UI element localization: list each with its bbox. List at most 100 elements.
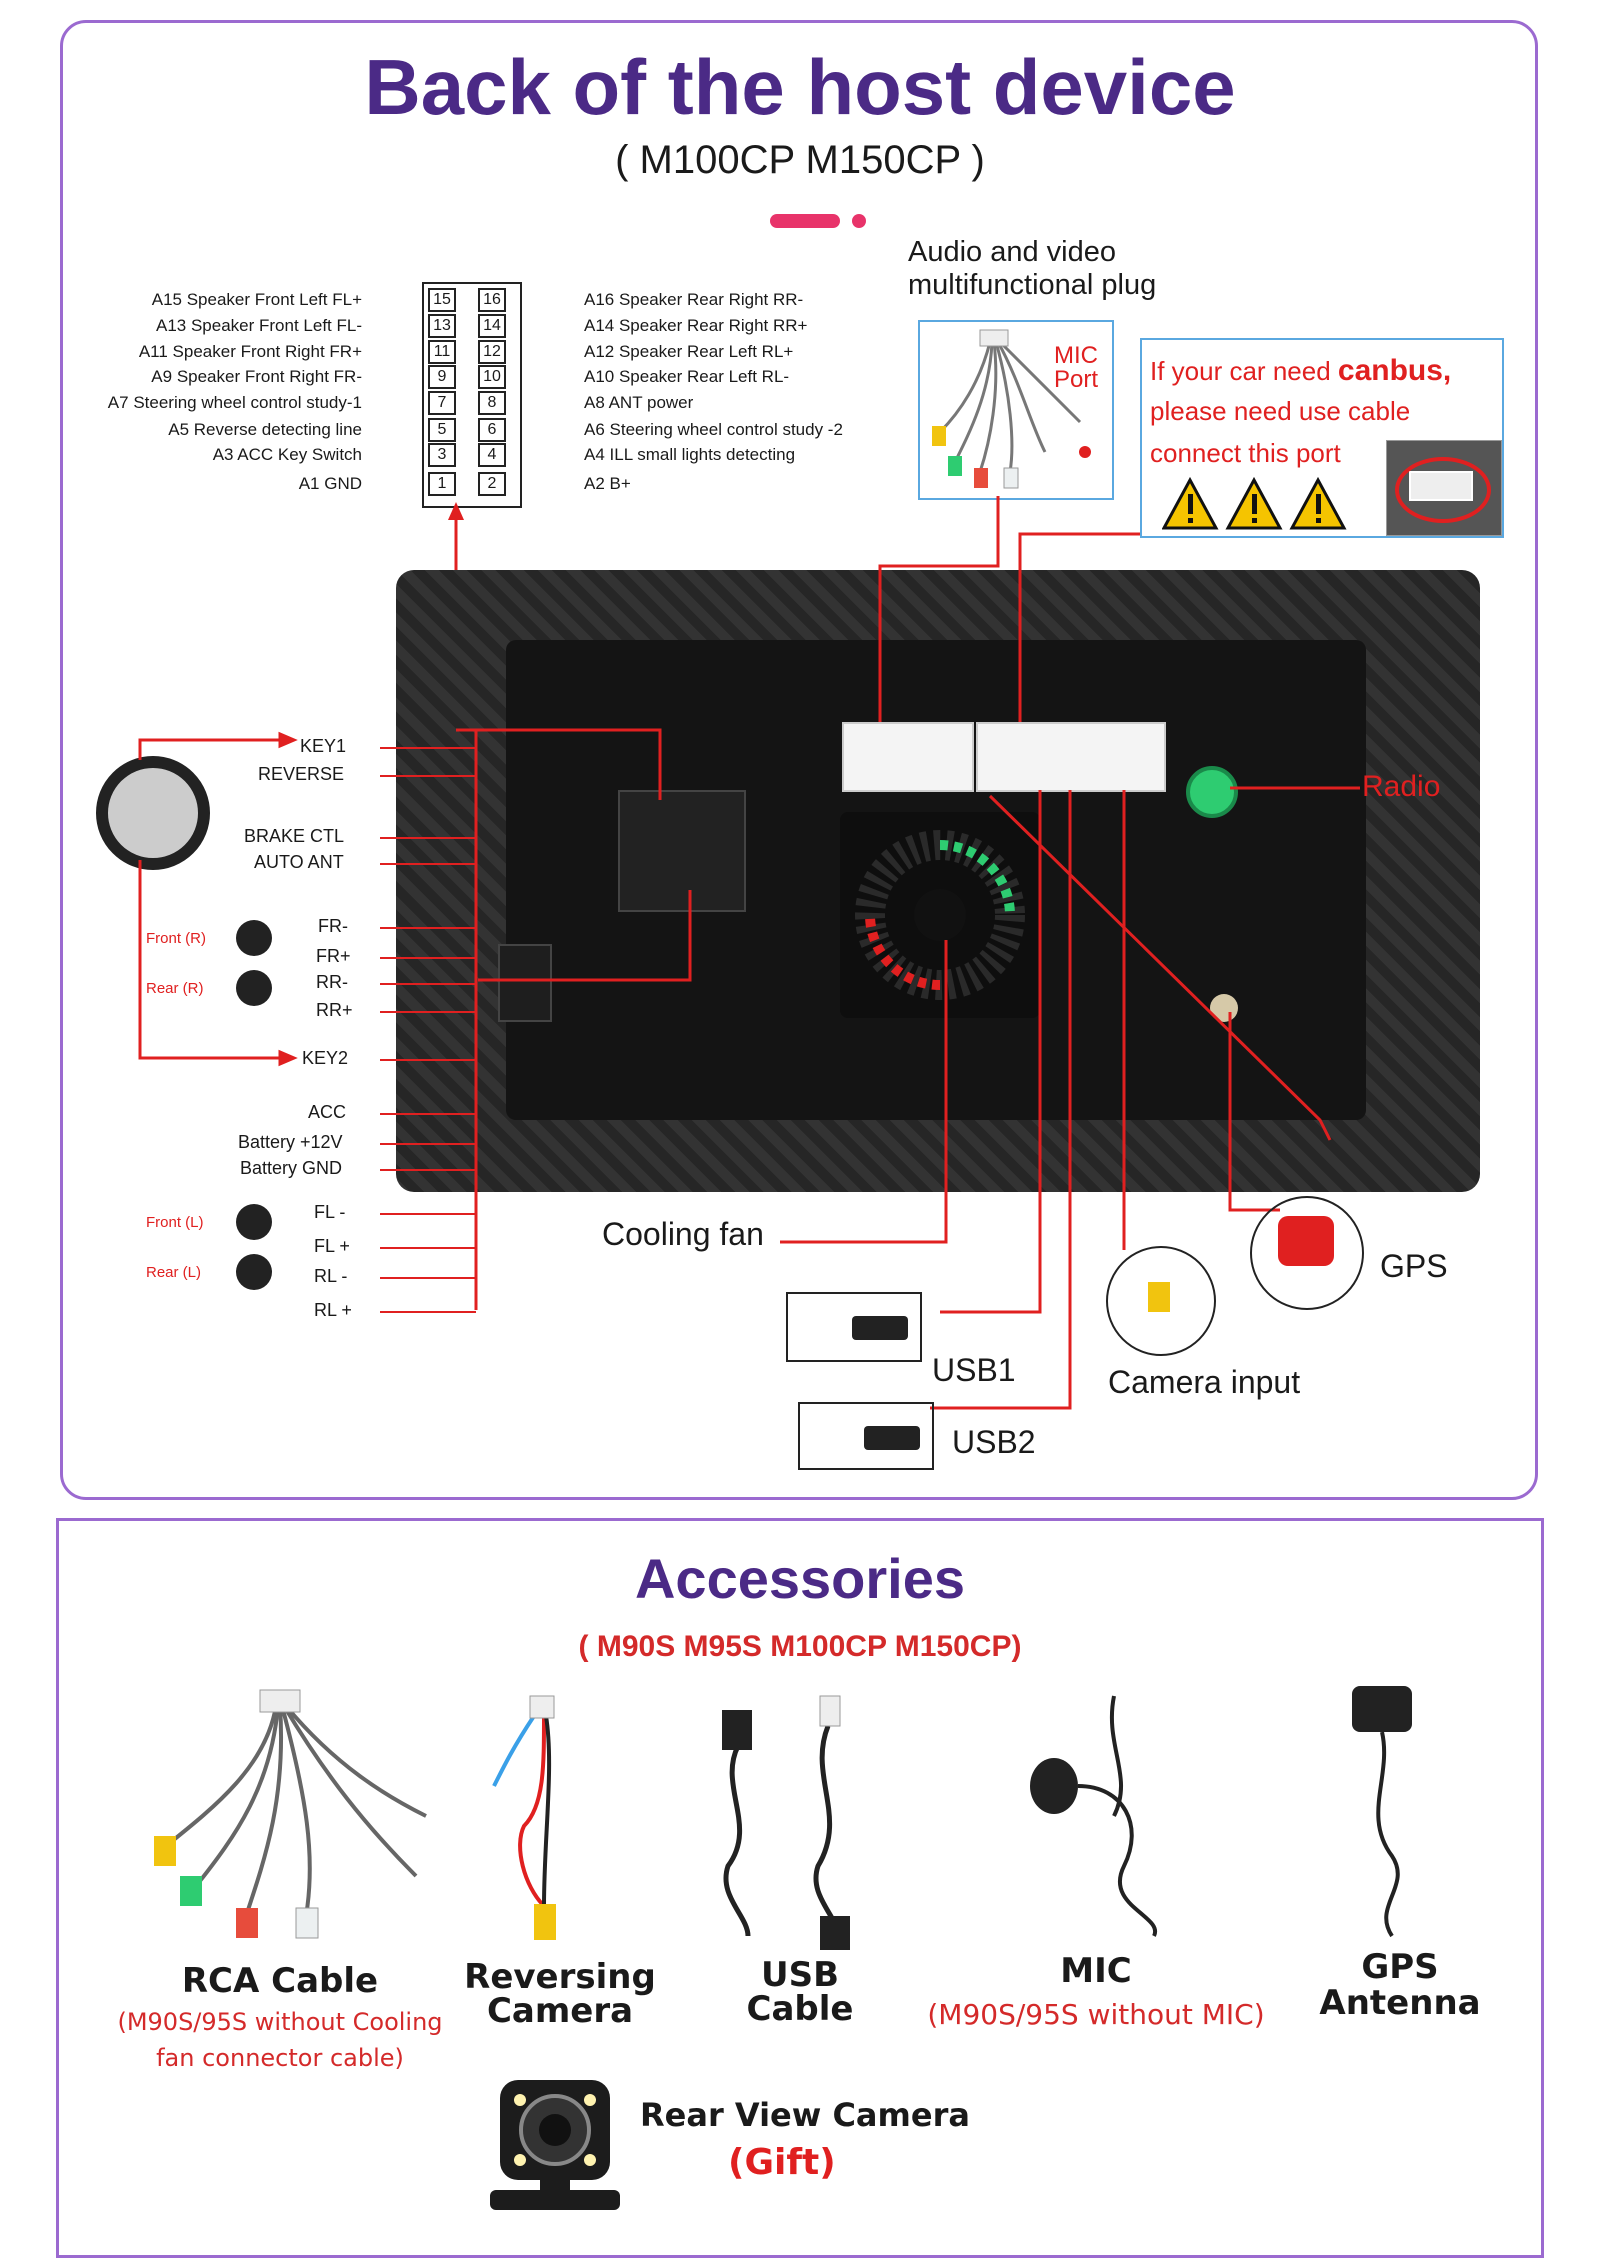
harness-pin-label-left: A9 Speaker Front Right FR-: [151, 367, 362, 386]
gps-antenna-image: [1352, 1686, 1412, 1938]
iso-harness-socket: [618, 790, 746, 912]
warning-icons: [1162, 476, 1347, 530]
model-subtitle: ( M100CP M150CP ): [615, 138, 985, 182]
reversing-camera-label-line2: Camera: [486, 1991, 634, 2031]
cooling-fan-callout: Cooling fan: [602, 1216, 764, 1252]
harness-pin-label-right: A12 Speaker Rear Left RL+: [584, 342, 794, 361]
wire-line: [380, 983, 476, 985]
radio-antenna-port: [1186, 766, 1238, 818]
mic-port-label-line2: Port: [1054, 366, 1099, 393]
accessories-title: Accessories: [634, 1547, 965, 1610]
steering-arrows: [138, 731, 298, 1067]
gps-antenna-label-line1: GPS: [1361, 1947, 1439, 1987]
front-r-label: Front (R): [146, 930, 206, 947]
warning-triangle-icon: [1225, 476, 1283, 530]
gps-antenna-label-line2: Antenna: [1319, 1983, 1481, 2023]
wire-label: Battery +12V: [238, 1132, 343, 1152]
radio-callout: Radio: [1362, 770, 1441, 803]
cooling-fan-unit: [840, 812, 1040, 1018]
title-accent-bar: [770, 214, 840, 228]
harness-pin-label-right: A6 Steering wheel control study -2: [584, 420, 843, 439]
harness-pin-label-right: A2 B+: [584, 474, 631, 493]
mic-port-label: MIC Port: [1054, 344, 1098, 392]
canbus-line1-prefix: If your car need: [1150, 356, 1338, 386]
wire-label: FR-: [318, 916, 348, 936]
wire-line: [380, 1169, 476, 1171]
warning-triangle-icon: [1289, 476, 1347, 530]
wire-label: Battery GND: [240, 1158, 343, 1178]
canbus-connector: [976, 722, 1166, 792]
host-device-frame: [60, 20, 1538, 1500]
harness-pin-label-right: A8 ANT power: [584, 393, 694, 412]
callout-lines: [456, 496, 1360, 1410]
usb-cable-label-line2: Cable: [746, 1989, 854, 2029]
front-l-label: Front (L): [146, 1214, 204, 1231]
wire-label: AUTO ANT: [254, 852, 344, 872]
wire-label: RR-: [316, 972, 348, 992]
accessories-subtitle: ( M90S M95S M100CP M150CP): [578, 1630, 1022, 1663]
wire-line: [380, 1059, 476, 1061]
canbus-keyword: canbus,: [1337, 354, 1452, 387]
canbus-line1: If your car need canbus,: [1150, 354, 1451, 388]
wire-line: [380, 1277, 476, 1279]
harness-pin-number: 5: [428, 418, 456, 442]
canbus-notice: If your car need canbus, please need use…: [1140, 338, 1504, 538]
wire-label: ACC: [308, 1102, 347, 1122]
harness-pin-number: 16: [478, 288, 506, 312]
usb-cable-image: [722, 1695, 850, 1950]
harness-pin-label-left: A1 GND: [298, 474, 362, 493]
rca-cable-note-line2: fan connector cable): [156, 2044, 404, 2072]
harness-pin-number: 3: [428, 443, 456, 467]
audio-plug-image: [918, 320, 1114, 500]
harness-pin-number: 2: [478, 472, 506, 496]
camera-input-image: [1106, 1246, 1216, 1356]
wire-label: REVERSE: [258, 764, 345, 784]
harness-pin-number: 6: [478, 418, 506, 442]
harness-pin-number: 4: [478, 443, 506, 467]
harness-pin-label-left: A13 Speaker Front Left FL-: [156, 316, 362, 335]
harness-pin-number: 1: [428, 472, 456, 496]
harness-pin-label-right: A4 ILL small lights detecting: [584, 445, 796, 464]
wire-line: [380, 837, 476, 839]
camera-input-callout: Camera input: [1108, 1364, 1301, 1400]
harness-pin-number: 12: [478, 340, 506, 364]
wire-line: [380, 1247, 476, 1249]
wire-label: BRAKE CTL: [244, 826, 345, 846]
harness-connector: [422, 282, 522, 508]
fan-icon: [855, 830, 1025, 1000]
wire-label: FR+: [316, 946, 351, 966]
usb1-image: [786, 1292, 922, 1362]
audio-plug-title-line1: Audio and video: [908, 236, 1116, 268]
harness-pin-number: 8: [478, 391, 506, 415]
harness-pin-label-left: A15 Speaker Front Left FL+: [151, 290, 362, 309]
audio-plug-title: Audio and video multifunctional plug: [908, 236, 1156, 302]
accessories-frame: [56, 1518, 1544, 2258]
rca-cable-image: [154, 1689, 427, 1939]
speaker-icon: [236, 1254, 272, 1290]
wire-line: [380, 927, 476, 929]
wire-line: [380, 1143, 476, 1145]
wire-line: [380, 775, 476, 777]
rca-cable-illustration: [932, 329, 1091, 489]
wire-label: KEY1: [300, 736, 347, 756]
wire-line: [380, 747, 476, 749]
usb2-image: [798, 1402, 934, 1470]
harness-pin-number: 13: [428, 314, 456, 338]
harness-pin-number: 10: [478, 365, 506, 389]
reversing-camera-cable-image: [492, 1695, 556, 1940]
wire-label: FL -: [314, 1202, 346, 1222]
speaker-icon: [236, 1204, 272, 1240]
usb-cable-label-line1: USB: [760, 1955, 839, 1995]
wire-label: FL +: [314, 1236, 350, 1256]
audio-plug-title-line2: multifunctional plug: [908, 269, 1157, 301]
wire-line: [380, 1311, 476, 1313]
reversing-camera-label-line1: Reversing: [464, 1957, 656, 1997]
page-title: Back of the host device: [364, 43, 1236, 131]
harness-pin-label-left: A7 Steering wheel control study-1: [107, 393, 362, 412]
mic-note: (M90S/95S without MIC): [927, 1998, 1265, 2031]
harness-pin-label-left: A11 Speaker Front Right FR+: [138, 342, 362, 361]
gps-puck-image: [1250, 1196, 1364, 1310]
speaker-icon: [236, 920, 272, 956]
gift-note: (Gift): [728, 2142, 836, 2183]
wire-label: RL -: [314, 1266, 348, 1286]
